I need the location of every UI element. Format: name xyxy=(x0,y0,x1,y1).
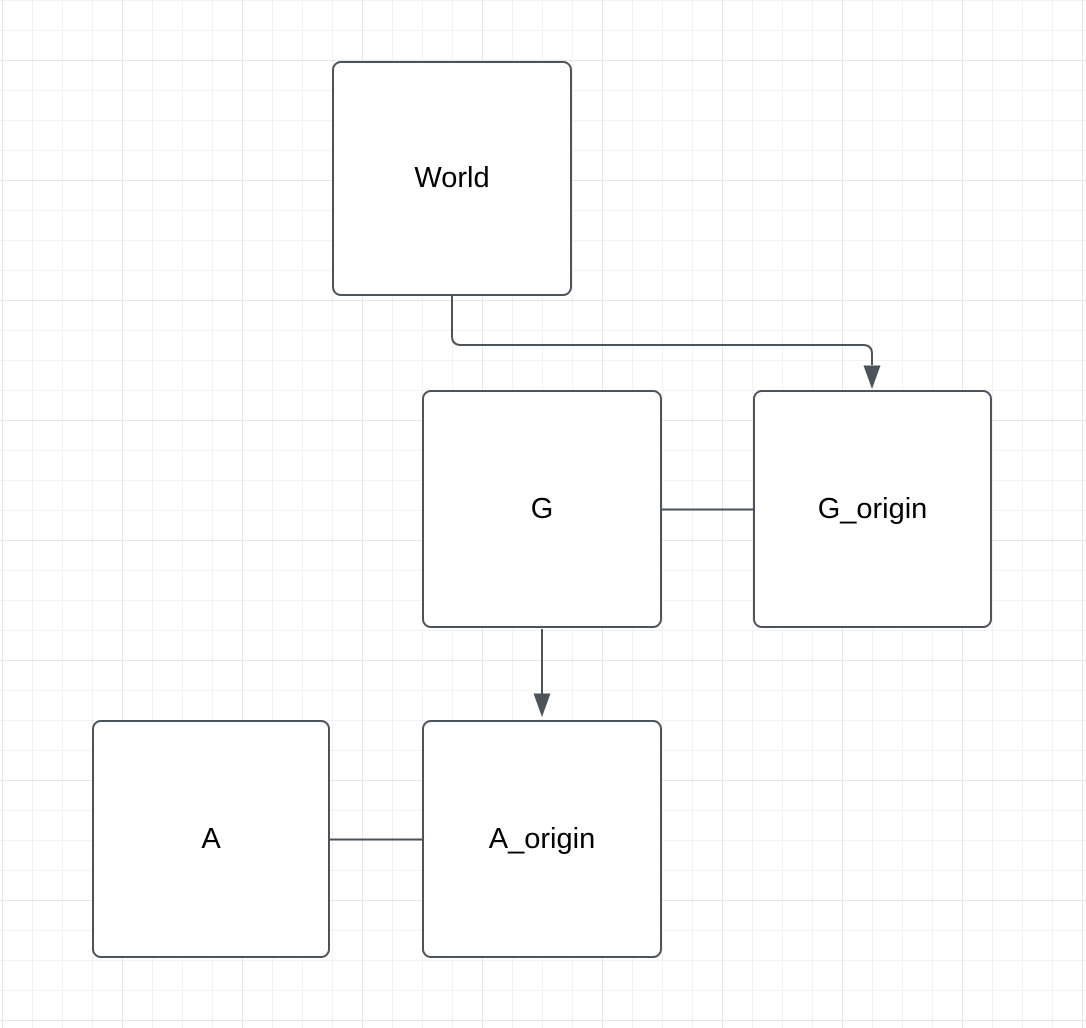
node-g-origin-label: G_origin xyxy=(817,492,928,525)
edge-g-to-a-origin[interactable] xyxy=(533,629,551,718)
edge-world-to-g-origin[interactable] xyxy=(451,296,881,390)
edge-world-to-g-origin-line[interactable] xyxy=(451,296,873,365)
node-world[interactable]: World xyxy=(332,61,572,296)
node-a-origin[interactable]: A_origin xyxy=(422,720,662,958)
node-world-label: World xyxy=(414,162,490,194)
node-g[interactable]: G xyxy=(422,390,662,628)
node-a-origin-label: A_origin xyxy=(488,822,596,855)
arrowhead-down-icon[interactable] xyxy=(863,365,881,390)
arrowhead-down-icon[interactable] xyxy=(533,693,551,718)
node-a[interactable]: A xyxy=(92,720,330,958)
node-g-origin[interactable]: G_origin xyxy=(753,390,992,628)
node-g-label: G xyxy=(530,492,554,525)
node-a-label: A xyxy=(201,822,221,855)
